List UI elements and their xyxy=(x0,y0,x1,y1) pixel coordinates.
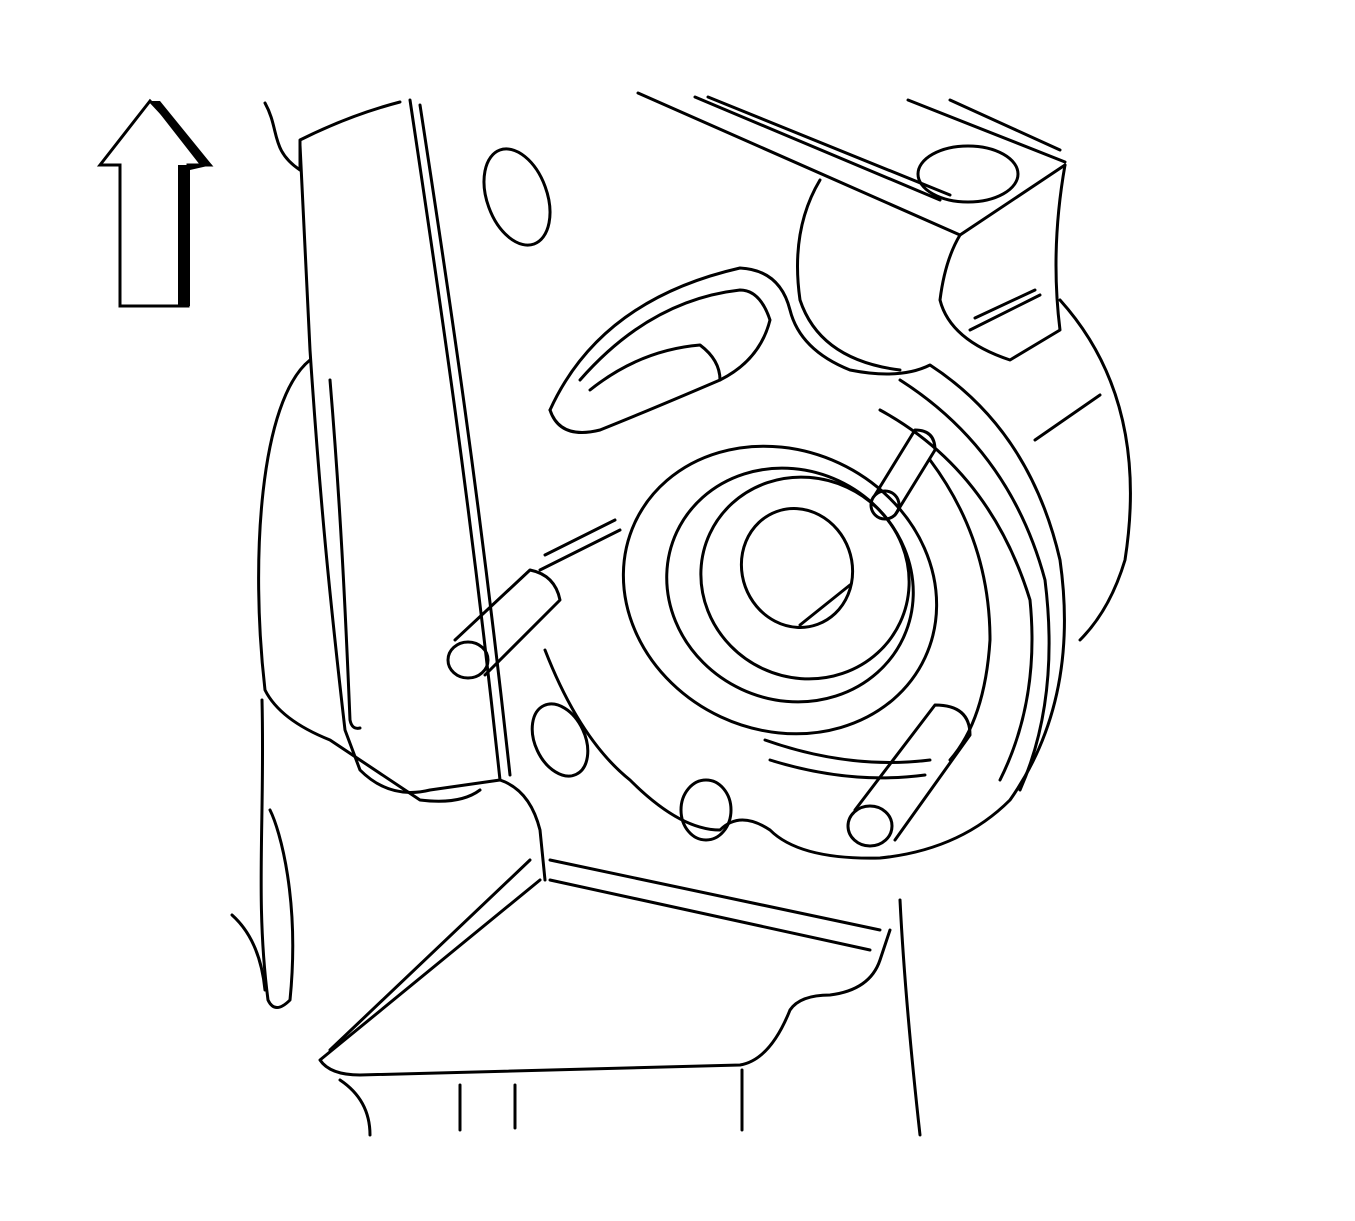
locating-pin-left xyxy=(446,518,622,680)
housing-upper-right xyxy=(636,91,1132,642)
small-hole xyxy=(679,778,733,842)
arrow-up-icon xyxy=(96,98,214,308)
bolt-hole xyxy=(916,144,1020,204)
bottom-bracket xyxy=(318,858,922,1137)
upper-hole xyxy=(482,147,552,247)
hub-assembly xyxy=(482,147,1066,860)
housing-left-frame xyxy=(230,98,547,1009)
lower-hole xyxy=(530,702,590,778)
center-bore xyxy=(739,507,855,629)
locating-pin-right-lower xyxy=(846,703,972,848)
locating-pin-right-upper xyxy=(869,428,937,521)
